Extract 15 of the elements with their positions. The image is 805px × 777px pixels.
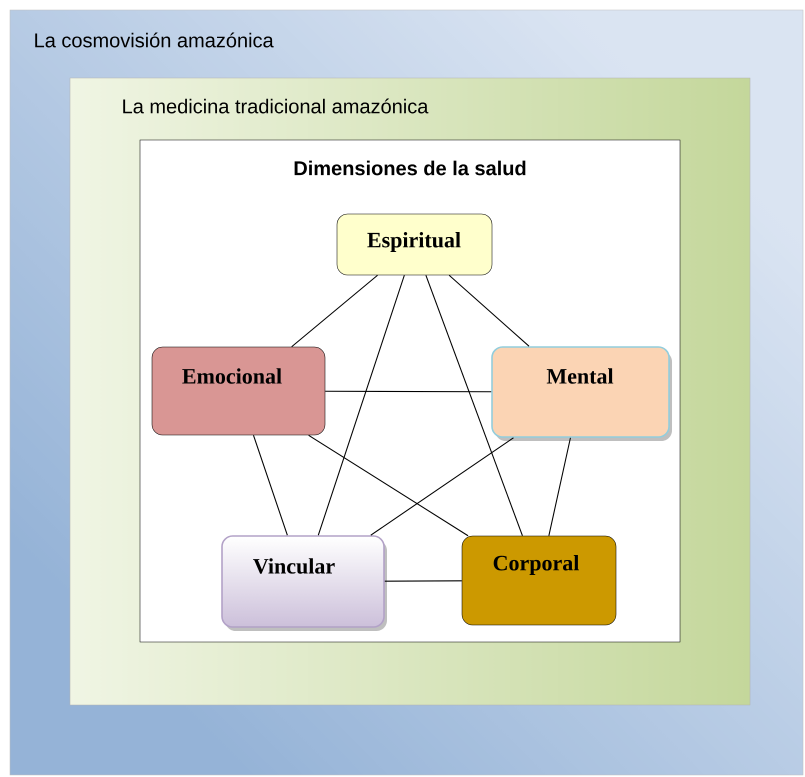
connector-line xyxy=(291,274,378,348)
connector-line xyxy=(384,580,462,582)
connector-line xyxy=(318,275,405,536)
connector-line xyxy=(252,435,288,536)
connector-line xyxy=(425,275,523,536)
connector-line xyxy=(370,437,514,536)
dimension-box: Corporal xyxy=(462,536,616,626)
connector-line xyxy=(325,390,492,392)
connector-line xyxy=(308,434,468,536)
dimension-box: Emocional xyxy=(152,346,326,436)
dimension-box: Mental xyxy=(491,346,672,441)
dimension-box: Vincular xyxy=(221,535,387,631)
dimension-box: Espiritual xyxy=(336,214,492,276)
connector-line xyxy=(448,274,530,347)
connector-line xyxy=(548,438,571,536)
